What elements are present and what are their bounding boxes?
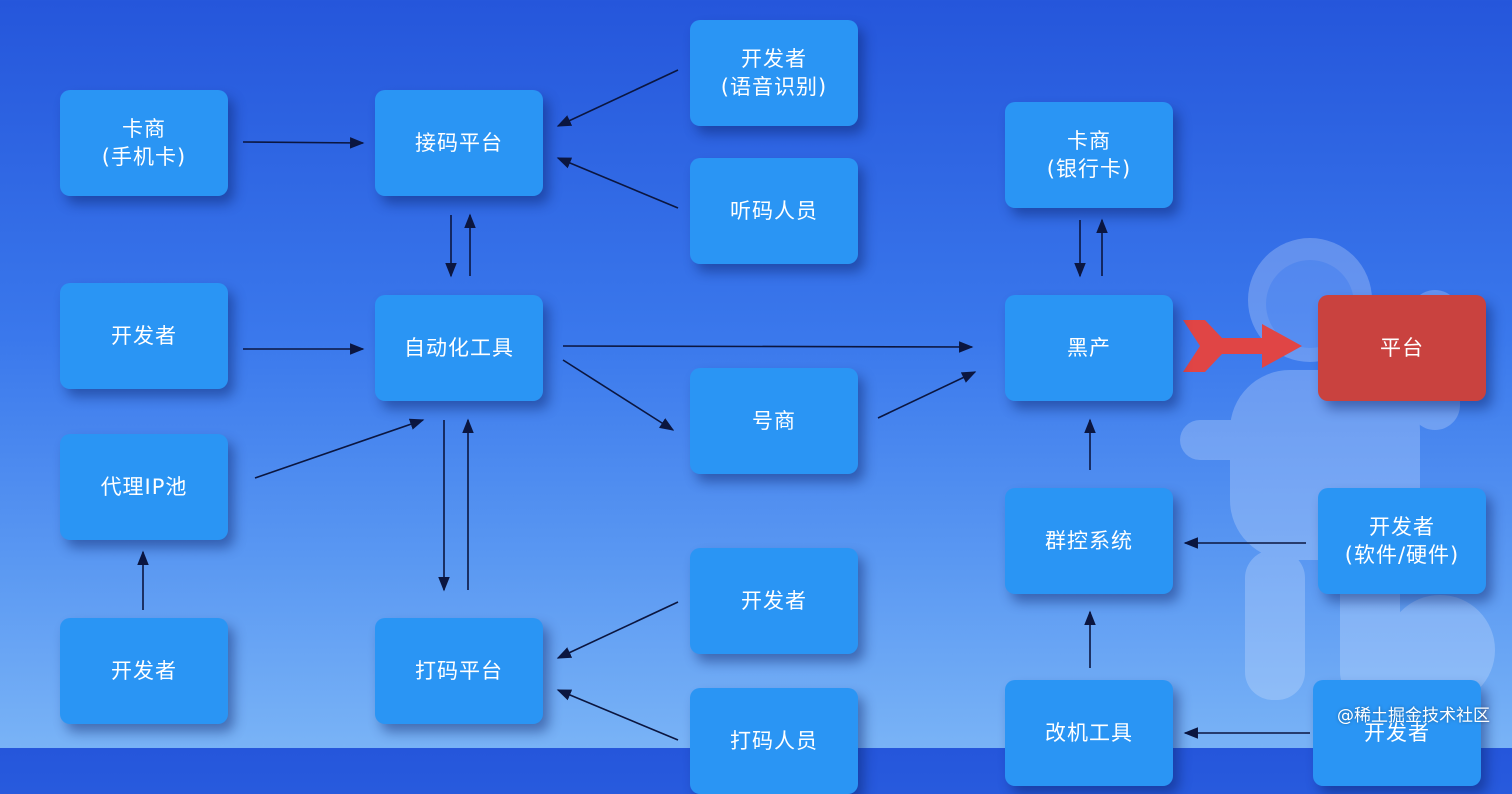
node-label-line: (手机卡) bbox=[101, 145, 187, 169]
edge-kashang-phone-to-jiema-platform bbox=[242, 137, 365, 149]
node-label-line: 听码人员 bbox=[730, 199, 818, 223]
node-jiema-platform: 接码平台 bbox=[375, 90, 543, 196]
edge-auto-tool-to-haoshang bbox=[562, 359, 675, 431]
watermark-label: @稀土掘金技术社区 bbox=[1337, 706, 1490, 726]
node-auto-tool: 自动化工具 bbox=[375, 295, 543, 401]
node-label-line: 打码平台 bbox=[415, 659, 503, 683]
node-label-line: 开发者 bbox=[741, 589, 807, 613]
node-tingma-staff: 听码人员 bbox=[690, 158, 858, 264]
node-dev-bottom-right: 开发者 bbox=[1313, 680, 1481, 786]
edge-auto-tool-to-heichan bbox=[562, 341, 974, 353]
node-platform: 平台 bbox=[1318, 295, 1486, 401]
node-label-line: 号商 bbox=[752, 409, 796, 433]
node-dev-dama: 开发者 bbox=[690, 548, 858, 654]
node-label-line: 卡商 bbox=[122, 117, 166, 141]
node-label-line: 卡商 bbox=[1067, 129, 1111, 153]
astronaut-illustration bbox=[1180, 238, 1495, 705]
node-label-line: 群控系统 bbox=[1045, 529, 1133, 553]
node-label-line: 改机工具 bbox=[1045, 721, 1133, 745]
flow-diagram: 卡商 (手机卡) 接码平台 开发者 (语音识别) 听码人员 开发者 自动化工具 号商… bbox=[60, 20, 1486, 794]
edge-attack-arrow bbox=[1183, 320, 1302, 372]
node-qunkong: 群控系统 bbox=[1005, 488, 1173, 594]
node-dama-platform: 打码平台 bbox=[375, 618, 543, 724]
node-kashang-phone: 卡商 (手机卡) bbox=[60, 90, 228, 196]
node-dev-voice: 开发者 (语音识别) bbox=[690, 20, 858, 126]
node-label-line: 代理IP池 bbox=[100, 475, 188, 499]
node-gaiji-tool: 改机工具 bbox=[1005, 680, 1173, 786]
node-label-line: 自动化工具 bbox=[404, 336, 514, 360]
edge-tingma-staff-to-jiema-platform bbox=[556, 157, 679, 209]
node-dev-soft-hard: 开发者 (软件/硬件) bbox=[1318, 488, 1486, 594]
node-dev-bottom-left: 开发者 bbox=[60, 618, 228, 724]
node-dama-staff: 打码人员 bbox=[690, 688, 858, 794]
node-label-line: 打码人员 bbox=[730, 729, 818, 753]
edge-layer bbox=[137, 69, 1310, 741]
node-kashang-bank: 卡商 (银行卡) bbox=[1005, 102, 1173, 208]
node-dev-left: 开发者 bbox=[60, 283, 228, 389]
node-label-line: (语音识别) bbox=[720, 75, 828, 99]
node-label-line: 平台 bbox=[1380, 336, 1424, 360]
node-haoshang: 号商 bbox=[690, 368, 858, 474]
node-label-line: 开发者 bbox=[111, 324, 177, 348]
node-proxy-ip: 代理IP池 bbox=[60, 434, 228, 540]
node-label-line: 黑产 bbox=[1067, 336, 1111, 360]
node-label-line: (银行卡) bbox=[1046, 157, 1132, 181]
node-label-line: 开发者 bbox=[111, 659, 177, 683]
node-label-line: 接码平台 bbox=[415, 131, 503, 155]
edge-proxy-ip-to-auto-tool bbox=[254, 418, 425, 479]
edge-dev-voice-to-jiema-platform bbox=[556, 69, 679, 127]
node-heichan: 黑产 bbox=[1005, 295, 1173, 401]
edge-dama-staff-to-dama-platform bbox=[556, 689, 679, 741]
node-label-line: 开发者 bbox=[1364, 721, 1430, 745]
node-label-line: 开发者 bbox=[1369, 515, 1435, 539]
node-label-line: 开发者 bbox=[741, 47, 807, 71]
node-label-line: (软件/硬件) bbox=[1344, 543, 1460, 567]
edge-haoshang-to-heichan bbox=[877, 371, 977, 419]
edge-dev-dama-to-dama-platform bbox=[556, 601, 679, 659]
